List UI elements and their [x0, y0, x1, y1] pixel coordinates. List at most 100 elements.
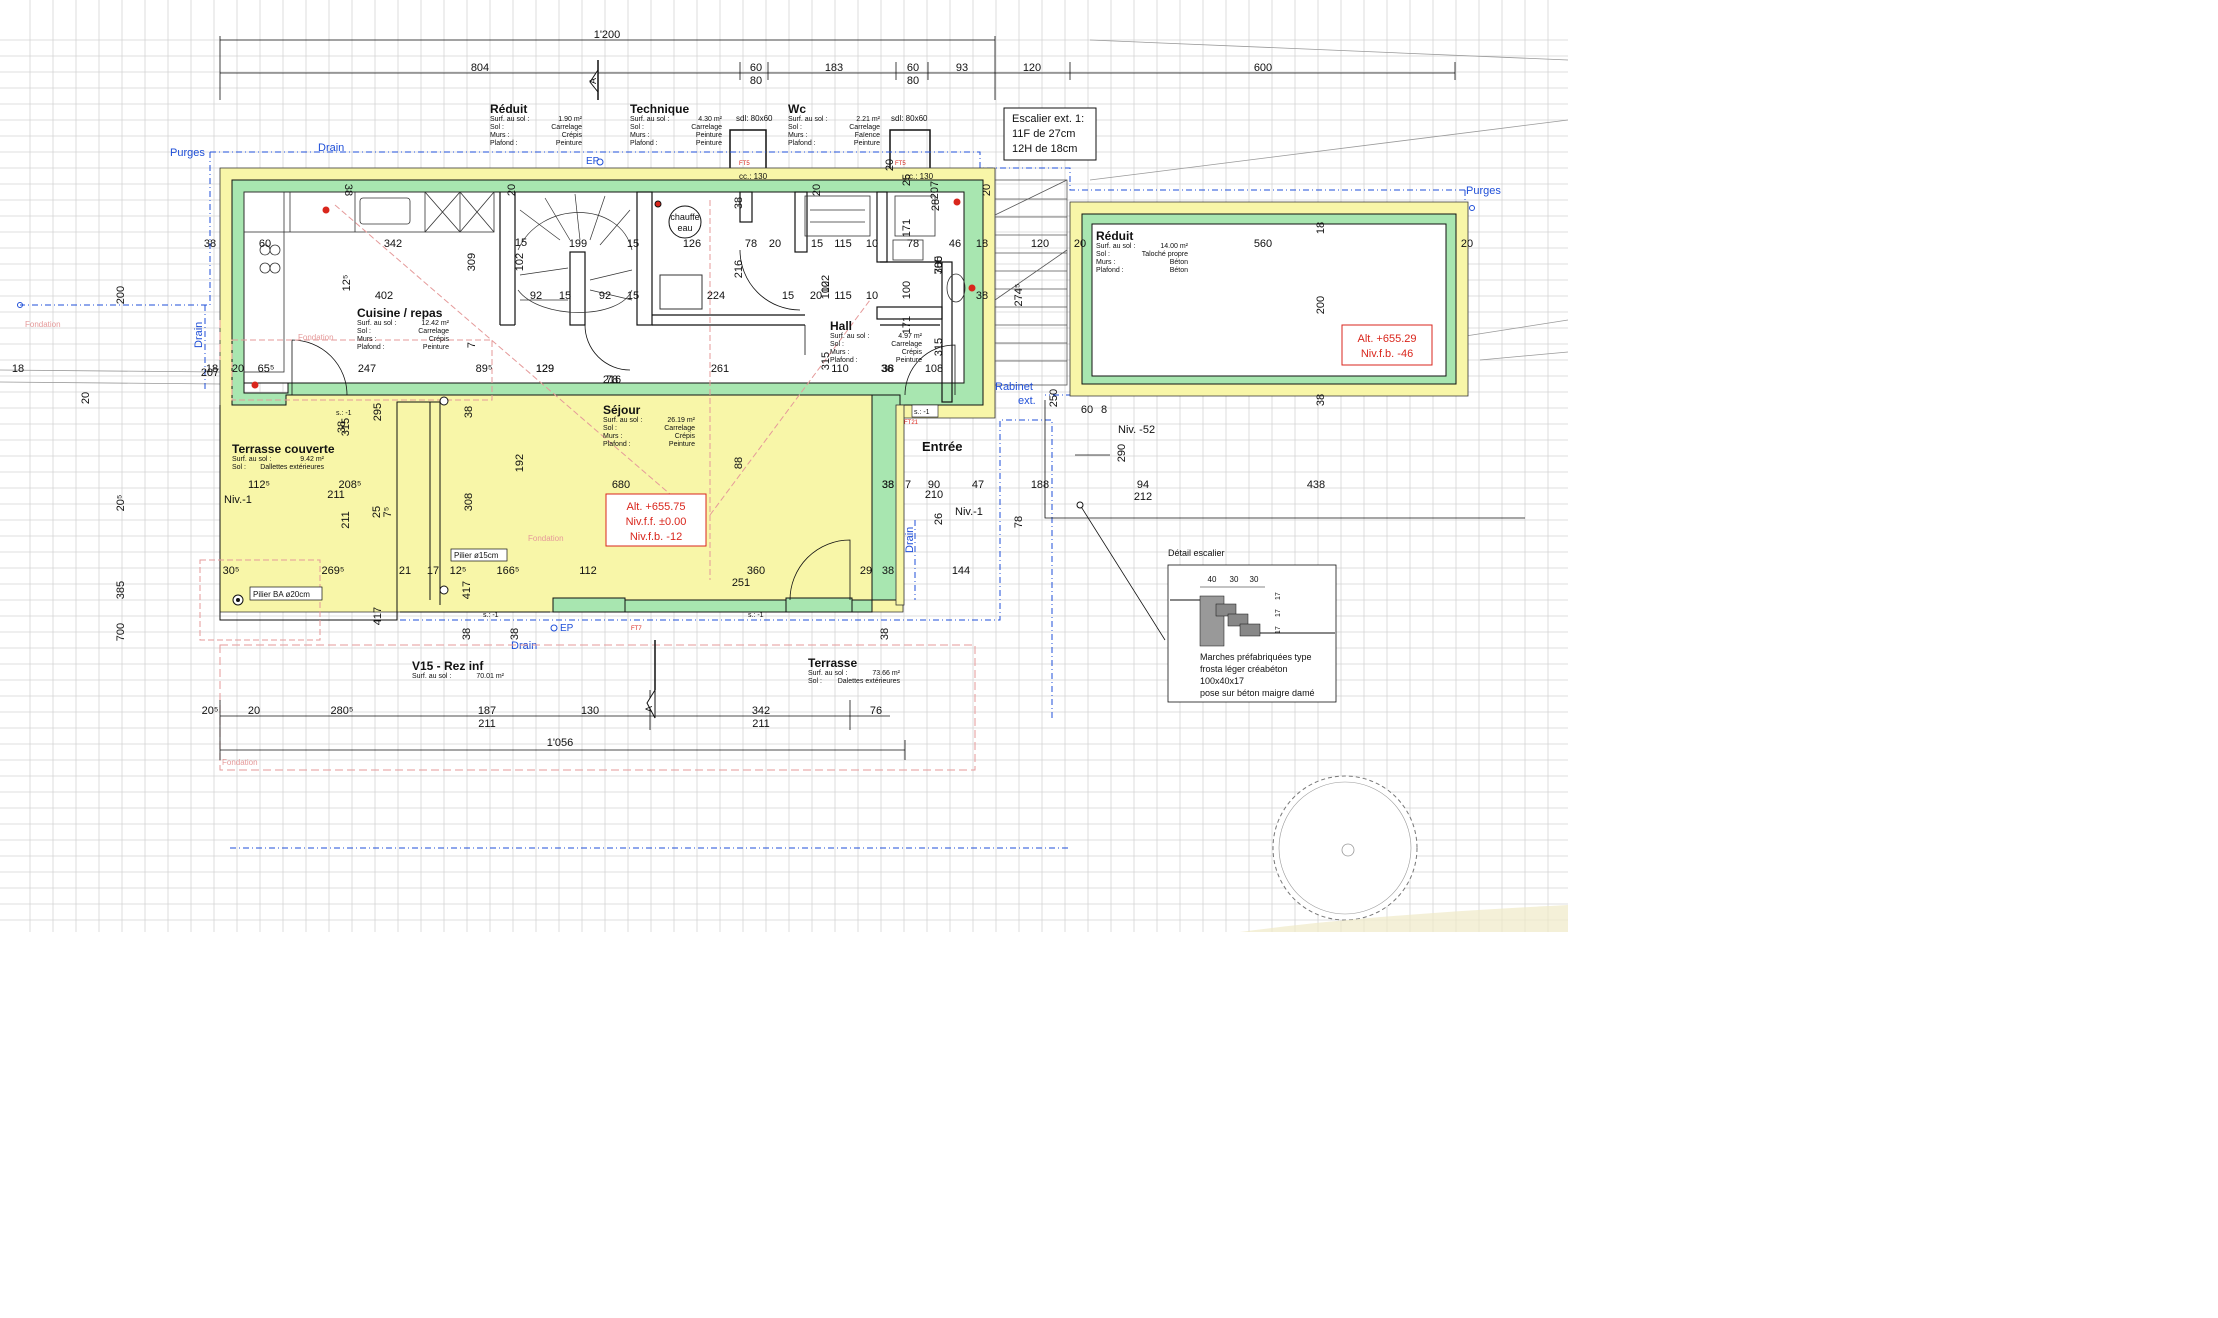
- water-heater-label-1: chauffe: [670, 212, 699, 222]
- stair-detail-anchor: [1076, 501, 1084, 509]
- dimension-value: 207: [929, 181, 941, 199]
- dimension-value: 112⁵: [248, 479, 270, 491]
- room-title: Terrasse couverte: [232, 442, 335, 456]
- dim-top-3: 80: [750, 75, 762, 87]
- dimension-value: 247: [358, 363, 376, 375]
- water-heater-icon: [668, 205, 702, 239]
- altitude-line: Niv.f.b. -12: [630, 531, 682, 543]
- dim-bottom-5: 211: [478, 718, 496, 730]
- tap-label-1: Rabinet: [995, 381, 1033, 393]
- s-label: s.: -1: [336, 410, 352, 417]
- room-spec-value: 14.00 m²: [1160, 243, 1188, 250]
- room-title: Séjour: [603, 403, 641, 417]
- stair-detail-dim: 17: [1275, 609, 1282, 617]
- dimension-value: 385: [933, 256, 945, 274]
- altitude-line: Alt. +655.29: [1357, 333, 1416, 345]
- dimension-value: 78: [606, 374, 618, 386]
- stair-detail-text: 100x40x17: [1200, 676, 1244, 686]
- entrance-label: Entrée: [922, 439, 962, 454]
- room-spec-label: Sol :: [1096, 251, 1110, 258]
- room-spec-label: Sol :: [490, 124, 504, 131]
- dimension-value: 38: [882, 363, 894, 375]
- dimension-value: 15: [627, 290, 639, 302]
- dimension-value: 18: [12, 363, 24, 375]
- dimension-value: 120: [1031, 238, 1049, 250]
- dimension-value: 166⁵: [497, 565, 520, 577]
- room-title: Réduit: [490, 102, 527, 116]
- room-spec-label: Surf. au sol :: [412, 673, 451, 680]
- ft5-label-2: FT5: [895, 161, 906, 167]
- dimension-value: 92: [530, 290, 542, 302]
- dimension-value: 29: [860, 565, 872, 577]
- room-spec-label: Murs :: [630, 132, 650, 139]
- dimension-value: 200: [115, 286, 127, 304]
- dim-top-9: 600: [1254, 62, 1272, 74]
- room-spec-label: Plafond :: [1096, 267, 1124, 274]
- drain-point-icon: [251, 381, 259, 389]
- dimension-value: 700: [933, 256, 945, 274]
- dimension-value: 38: [342, 184, 354, 196]
- dim-top-4: 183: [825, 62, 843, 74]
- dimension-value: 250: [1048, 389, 1060, 407]
- room-spec-value: 4.30 m²: [698, 116, 722, 123]
- room-spec-value: Faïence: [855, 132, 880, 139]
- room-spec-label: Plafond :: [788, 140, 816, 147]
- room-spec-label: Murs :: [830, 349, 850, 356]
- room-spec-label: Surf. au sol :: [357, 320, 396, 327]
- room-specs: Surf. au sol : 70.01 m²: [412, 673, 505, 680]
- room-spec-value: 73.66 m²: [872, 670, 900, 677]
- dimension-value: 92: [599, 290, 611, 302]
- room-title: Hall: [830, 319, 852, 333]
- section-label-a-top: A: [588, 78, 598, 84]
- dimension-value: 38: [882, 565, 894, 577]
- pillar-ba-label: Pilier BA ø20cm: [253, 590, 310, 599]
- dim-bottom-3: 280⁵: [331, 705, 354, 717]
- room-spec-value: Peinture: [696, 140, 722, 147]
- dimension-value: 20: [232, 363, 244, 375]
- dimension-value: 18: [206, 363, 218, 375]
- section-marker-bottom: A: [644, 640, 656, 719]
- room-spec-label: Murs :: [788, 132, 808, 139]
- dim-bottom-7: 342: [752, 705, 770, 717]
- room-spec-value: Béton: [1170, 267, 1188, 274]
- room-spec-label: Sol :: [603, 425, 617, 432]
- dimension-value: 560: [1254, 238, 1272, 250]
- room-spec-value: Béton: [1170, 259, 1188, 266]
- dimension-value: 171: [901, 316, 913, 334]
- room-spec-label: Sol :: [808, 678, 822, 685]
- pillar-ba-core: [236, 598, 240, 602]
- dimension-value: 89⁵: [476, 363, 493, 375]
- dimension-value: 417: [372, 607, 384, 625]
- room-title: V15 - Rez inf: [412, 659, 484, 673]
- dimension-value: 700: [115, 623, 127, 641]
- room-spec-label: Surf. au sol :: [232, 456, 271, 463]
- room-title: Technique: [630, 102, 689, 116]
- foundation-label: Fondation: [25, 320, 61, 329]
- room-spec-label: Surf. au sol :: [808, 670, 847, 677]
- annex-lower-outline: [1044, 400, 1525, 641]
- level-label-right: Niv.-1: [955, 506, 983, 518]
- room-spec-value: Crépis: [562, 132, 583, 139]
- room-spec-label: Murs :: [1096, 259, 1116, 266]
- room-spec-value: Peinture: [854, 140, 880, 147]
- kitchen-counter: [243, 191, 495, 373]
- main-house-walls: [219, 167, 996, 613]
- altitude-line: Niv.f.b. -46: [1361, 348, 1413, 360]
- dimension-value: 15: [515, 237, 527, 249]
- dimension-value: 261: [711, 363, 729, 375]
- ft21-label: FT21: [904, 420, 919, 426]
- dimension-value: 385: [115, 581, 127, 599]
- room-terrasse-couverte: Terrasse couverte Surf. au sol :9.42 m²S…: [232, 442, 335, 471]
- dimension-value: 12⁵: [450, 565, 467, 577]
- room-spec-value: 70.01 m²: [476, 673, 504, 680]
- room-title: Terrasse: [808, 656, 857, 670]
- dimension-value: 26: [933, 513, 945, 525]
- cc-label-2: cc.: 130: [905, 172, 934, 181]
- dimension-value: 38: [1315, 394, 1327, 406]
- room-spec-value: Dalettes extérieures: [838, 678, 901, 685]
- dimension-value: 38: [879, 628, 891, 640]
- pillar-icon: [439, 396, 449, 406]
